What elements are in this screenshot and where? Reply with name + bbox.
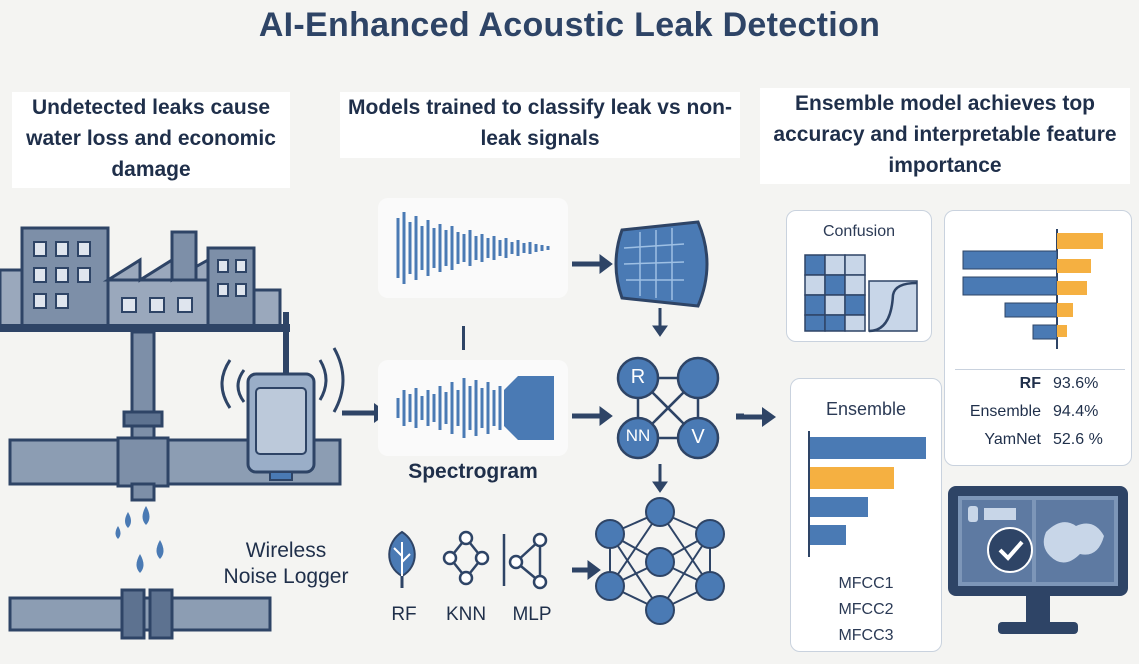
- feature-mfcc1: MFCC1: [838, 575, 894, 592]
- waveform-raw-icon: [396, 212, 550, 284]
- accuracy-value-rf: 93.6%: [1053, 375, 1099, 392]
- confusion-label: Confusion: [822, 223, 896, 240]
- node-label-v: V: [691, 426, 705, 448]
- connector-line: [462, 326, 465, 350]
- spectrogram-label: Spectrogram: [408, 460, 538, 483]
- classifier-label-mlp: MLP: [512, 604, 552, 625]
- waveform-card-raw: [378, 198, 568, 298]
- feature-mfcc2: MFCC2: [838, 601, 894, 618]
- knn-graph-icon: [442, 530, 490, 586]
- neural-network-icon: [595, 497, 725, 625]
- monitor-dashboard-icon: [948, 486, 1128, 634]
- accuracy-card: RF 93.6% Ensemble 94.4% YamNet 52.6 %: [944, 210, 1132, 466]
- accuracy-value-ensemble: 94.4%: [1053, 403, 1099, 420]
- confusion-matrix-icon: [804, 254, 918, 333]
- classifier-icons: [388, 530, 548, 590]
- feature-importance-chart: [962, 229, 1103, 349]
- waveform-card-filtered: [378, 360, 568, 456]
- ensemble-title: Ensemble: [825, 399, 907, 419]
- classifier-label-knn: KNN: [445, 604, 487, 625]
- divider: [955, 369, 1125, 370]
- logger-label-line2: Noise Logger: [223, 565, 349, 588]
- model-pipeline-illustration: [572, 220, 744, 625]
- tree-icon: [388, 530, 416, 588]
- arrow-right-icon-2: [736, 407, 776, 427]
- accuracy-value-yamnet: 52.6 %: [1053, 431, 1103, 448]
- results-heading: Ensemble model achieves top accuracy and…: [760, 88, 1130, 184]
- mlp-graph-icon: [508, 532, 548, 590]
- accuracy-model-ensemble: Ensemble: [969, 403, 1041, 420]
- models-heading: Models trained to classify leak vs non-l…: [340, 92, 740, 158]
- page-title: AI-Enhanced Acoustic Leak Detection: [258, 6, 881, 44]
- waveform-filtered-icon: [396, 376, 554, 440]
- water-drops-icon: [115, 506, 164, 573]
- node-label-r: R: [630, 366, 646, 388]
- classifier-label-rf: RF: [391, 604, 417, 625]
- accuracy-model-rf: RF: [1019, 375, 1041, 392]
- spectrogram-block-icon: [614, 220, 709, 308]
- logger-label-line1: Wireless: [245, 539, 327, 562]
- noise-logger-device-icon: [220, 312, 345, 481]
- ensemble-feature-list: MFCC1 MFCC2 MFCC3: [791, 571, 941, 649]
- leak-scene-illustration: [0, 226, 345, 640]
- classifier-network-icon: [616, 356, 720, 460]
- ensemble-card: Ensemble MFCC1 MFCC2 MFCC3: [790, 378, 942, 652]
- problem-heading: Undetected leaks cause water loss and ec…: [12, 92, 290, 188]
- city-buildings-icon: [0, 226, 290, 332]
- ensemble-bar-chart: [808, 431, 926, 557]
- accuracy-model-yamnet: YamNet: [984, 431, 1041, 448]
- confusion-matrix-card: Confusion: [786, 210, 932, 342]
- logger-label: Wireless Noise Logger: [196, 538, 376, 590]
- feature-mfcc3: MFCC3: [838, 627, 894, 644]
- node-label-nn: NN: [625, 426, 651, 445]
